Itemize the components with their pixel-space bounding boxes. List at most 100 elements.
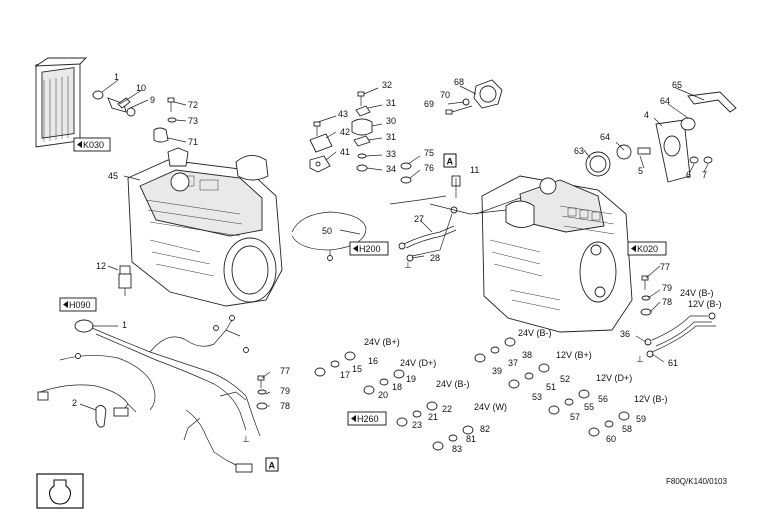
part-number: 57 [570, 412, 580, 422]
part-number: 64 [660, 96, 670, 106]
part-number: 82 [480, 424, 490, 434]
ref-box-k030[interactable]: K030 [73, 137, 111, 152]
voltage-label: 24V (B+) [364, 337, 400, 347]
part-number: 83 [452, 444, 462, 454]
ground-bolt-left [256, 375, 268, 410]
part-number: 69 [424, 99, 434, 109]
ref-box-label: H200 [359, 244, 381, 254]
part-number: 50 [322, 226, 332, 236]
part-number: 59 [636, 414, 646, 424]
part-number: 11 [470, 165, 479, 175]
detail-marker-label: A [447, 157, 454, 167]
part-number: 5 [638, 166, 643, 176]
ground-symbol: ⊥ [242, 434, 250, 444]
part-number: 30 [386, 116, 396, 126]
washers-75-76 [400, 162, 412, 184]
detail-marker-label: A [269, 461, 276, 471]
part-number: 52 [560, 374, 570, 384]
left-arrow-icon [63, 301, 68, 308]
part-number: 23 [412, 420, 422, 430]
voltage-label: 24V (B-) [518, 328, 552, 338]
voltage-label: 24V (W) [474, 402, 507, 412]
part-number: 15 [352, 364, 362, 374]
ref-box-h260[interactable]: H260 [347, 411, 387, 426]
drawing-code: F80Q/K140/0103 [666, 477, 727, 486]
clip-2 [95, 405, 107, 428]
bolt-72 [153, 97, 177, 143]
part-number: 42 [340, 127, 350, 137]
ref-box-k020[interactable]: K020 [627, 241, 667, 256]
wire-loop-50 [291, 211, 367, 261]
mounting-bracket [637, 91, 737, 183]
part-number: 31 [386, 132, 396, 142]
part-number: 37 [508, 358, 518, 368]
part-number: 31 [386, 98, 396, 108]
part-number: 58 [622, 424, 632, 434]
engine-left [127, 147, 283, 307]
part-number: 63 [574, 146, 584, 156]
voltage-label: 12V (D+) [596, 373, 632, 383]
part-number: 45 [108, 171, 118, 181]
part-number: 78 [662, 297, 672, 307]
part-number: 38 [522, 350, 532, 360]
voltage-label: 12V (B-) [634, 394, 668, 404]
ref-box-h200[interactable]: H200 [349, 241, 389, 256]
part-number: 72 [188, 100, 198, 110]
part-number: 73 [188, 116, 198, 126]
part-number: 19 [406, 374, 416, 384]
part-number: 55 [584, 402, 594, 412]
part-number: 12 [96, 261, 106, 271]
part-number: 17 [340, 370, 350, 380]
battery-cables [640, 275, 716, 358]
part-number: 68 [454, 77, 464, 87]
voltage-labels: 24V (B+) 24V (D+) 24V (B-) 24V (W) 24V (… [364, 288, 722, 412]
part-number: 20 [378, 390, 388, 400]
part-number: 78 [280, 401, 290, 411]
part-number: 1 [114, 72, 119, 82]
part-number: 75 [424, 148, 434, 158]
left-arrow-icon [631, 245, 636, 252]
part-number: 28 [430, 253, 440, 263]
left-arrow-icon [77, 141, 82, 148]
part-number: 2 [72, 398, 77, 408]
part-number: 81 [466, 434, 476, 444]
part-number: 61 [668, 358, 678, 368]
part-number: 51 [546, 382, 556, 392]
part-number: 21 [428, 412, 438, 422]
voltage-label: 24V (D+) [400, 358, 436, 368]
part-number: 41 [340, 147, 350, 157]
detail-marker-a-bottom[interactable]: A [265, 457, 279, 472]
part-number: 43 [338, 109, 348, 119]
detail-marker-a-top[interactable]: A [443, 153, 457, 168]
ground-symbol: ⊥ [404, 260, 412, 270]
part-number: 27 [414, 214, 424, 224]
oil-cooler [34, 57, 88, 148]
part-number: 7 [702, 170, 707, 180]
fitting-parts [92, 90, 136, 117]
ref-box-label: K020 [637, 244, 658, 254]
part-number: 9 [150, 95, 155, 105]
voltage-label: 24V (B-) [680, 288, 714, 298]
ground-cables [398, 206, 458, 262]
part-number: 77 [280, 366, 290, 376]
part-number: 36 [620, 329, 630, 339]
part-number: 6 [686, 170, 691, 180]
part-number: 56 [598, 394, 608, 404]
part-number: 64 [600, 132, 610, 142]
part-number: 22 [442, 404, 452, 414]
ref-box-h090[interactable]: H090 [59, 297, 97, 312]
part-number: 4 [644, 110, 649, 120]
part-number: 32 [382, 80, 392, 90]
engine-symbol-box [36, 473, 84, 509]
part-number: 60 [606, 434, 616, 444]
part-number: 79 [280, 386, 290, 396]
ref-box-label: K030 [83, 140, 104, 150]
ground-symbol: ⊥ [636, 354, 644, 364]
part-number: 16 [368, 356, 378, 366]
voltage-label: 24V (B-) [436, 379, 470, 389]
ref-box-label: H260 [357, 414, 379, 424]
part-number: 34 [386, 164, 396, 174]
part-number: 76 [424, 163, 434, 173]
wiring-harness [37, 315, 261, 473]
pressure-sensor-12 [118, 265, 132, 296]
